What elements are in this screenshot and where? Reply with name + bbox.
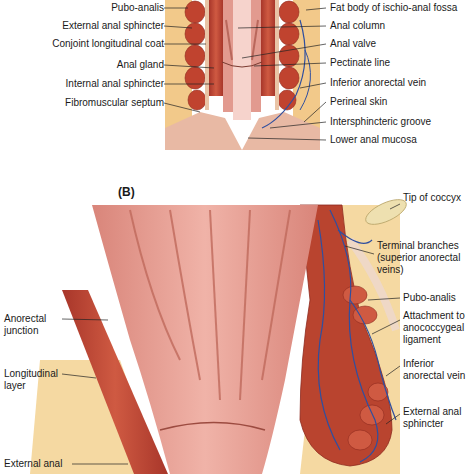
part-label: External anal sphincter — [62, 20, 164, 32]
part-label: Attachment to anococcygeal ligament — [403, 310, 471, 346]
part-label: Pubo-analis — [403, 292, 471, 304]
part-label: Anorectal junction — [4, 313, 64, 337]
part-label: Longitudinal layer — [4, 368, 64, 392]
part-label: Terminal branches (superior anorectal ve… — [377, 240, 471, 276]
part-label: Perineal skin — [330, 96, 387, 108]
part-label: Inferior anorectal vein — [403, 358, 471, 382]
part-label: Intersphincteric groove — [330, 116, 431, 128]
part-label: Pectinate line — [330, 57, 390, 69]
part-label: Anal gland — [117, 59, 164, 71]
part-label: Fat body of ischio-anal fossa — [330, 2, 457, 14]
part-label: Lower anal mucosa — [330, 134, 417, 146]
part-label: Conjoint longitudinal coat — [52, 38, 164, 50]
part-label: Pubo-analis — [111, 2, 164, 14]
part-label: Fibromuscular septum — [65, 97, 164, 109]
part-label: External anal sphincter — [403, 406, 471, 430]
part-label: Inferior anorectal vein — [330, 77, 426, 89]
part-label: External anal — [4, 458, 62, 470]
part-label: Tip of coccyx — [403, 192, 471, 204]
part-label: Internal anal sphincter — [66, 78, 164, 90]
part-label: (B) — [118, 186, 135, 198]
part-label: Anal column — [330, 20, 385, 32]
part-label: Anal valve — [330, 38, 376, 50]
